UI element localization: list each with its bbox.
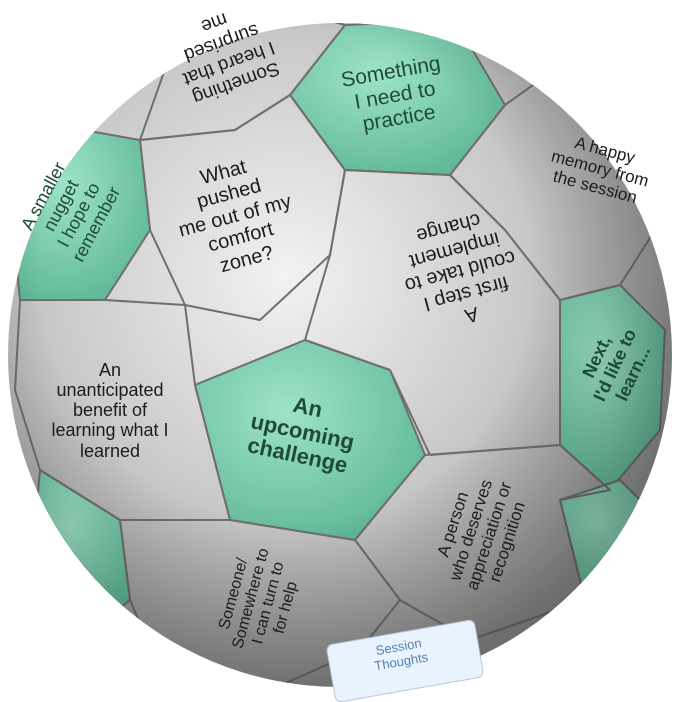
bottom-sticker — [326, 619, 484, 702]
ball-shading — [8, 23, 672, 687]
panel-text-unanticipated-benefit: An unanticipated benefit of learning wha… — [51, 360, 169, 461]
